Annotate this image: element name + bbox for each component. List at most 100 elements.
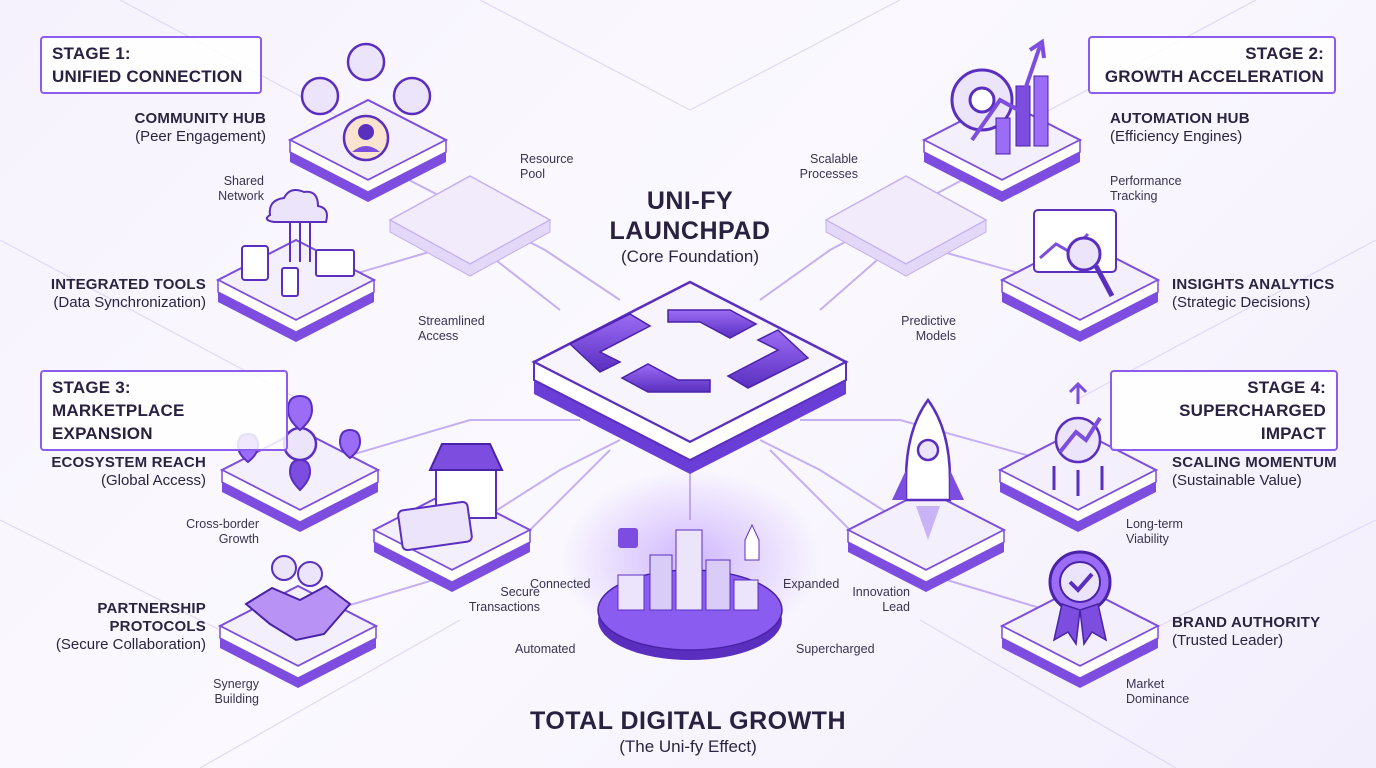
integrated-tools-title: INTEGRATED TOOLS bbox=[50, 276, 206, 293]
community-hub-label: COMMUNITY HUB (Peer Engagement) bbox=[84, 110, 266, 146]
scaling-momentum-sub: (Sustainable Value) bbox=[1172, 472, 1302, 489]
predictive-models-line1: Predictive bbox=[901, 314, 956, 328]
predictive-models-label: Predictive Models bbox=[866, 314, 956, 344]
scalable-processes-line1: Scalable bbox=[810, 152, 858, 166]
scalable-processes-label: Scalable Processes bbox=[770, 152, 858, 182]
stage-4-line2: SUPERCHARGED IMPACT bbox=[1179, 401, 1326, 443]
rocket-icon bbox=[744, 523, 760, 561]
building-icon bbox=[649, 554, 673, 611]
rocket-launch-icon bbox=[892, 397, 964, 540]
streamlined-access-line1: Streamlined bbox=[418, 314, 485, 328]
launchpad-arrow-icon bbox=[568, 313, 652, 373]
launchpad-title: UNI-FY LAUNCHPAD (Core Foundation) bbox=[560, 186, 820, 268]
gear-chart-icon bbox=[950, 38, 1049, 155]
cross-border-line2: Growth bbox=[218, 532, 259, 546]
long-term-line1: Long-term bbox=[1126, 517, 1183, 531]
launchpad-title-line1: UNI-FY bbox=[646, 187, 734, 215]
ecosystem-reach-sub: (Global Access) bbox=[100, 472, 206, 489]
partnership-sub: (Secure Collaboration) bbox=[55, 636, 206, 653]
automation-hub-label: AUTOMATION HUB (Efficiency Engines) bbox=[1110, 110, 1310, 146]
hub-supercharged-label: Supercharged bbox=[796, 642, 875, 656]
market-dominance-line2: Dominance bbox=[1126, 692, 1190, 706]
analytics-magnifier-icon bbox=[1033, 209, 1117, 298]
resource-pool-line2: Pool bbox=[520, 167, 546, 181]
globe-arrows-icon bbox=[1052, 381, 1104, 496]
innovation-lead-line1: Innovation bbox=[852, 585, 910, 599]
resource-pool-label: Resource Pool bbox=[520, 152, 600, 182]
synergy-building-line1: Synergy bbox=[213, 677, 259, 691]
handshake-icon bbox=[244, 555, 352, 642]
hub-connected-label: Connected bbox=[530, 577, 591, 591]
stage-4-line1: STAGE 4: bbox=[1247, 378, 1326, 397]
innovation-lead-label: Innovation Lead bbox=[820, 585, 910, 615]
partnership-title-line2: PROTOCOLS bbox=[109, 618, 206, 635]
streamlined-access-label: Streamlined Access bbox=[418, 314, 508, 344]
hub-automated-label: Automated bbox=[515, 642, 576, 656]
community-hub-sub: (Peer Engagement) bbox=[135, 128, 266, 145]
performance-tracking-line1: Performance bbox=[1110, 174, 1182, 188]
stage-3-line1: STAGE 3: bbox=[52, 378, 131, 397]
cross-border-growth-label: Cross-border Growth bbox=[164, 517, 259, 547]
stage-1-box: STAGE 1: UNIFIED CONNECTION bbox=[40, 36, 262, 94]
stage-2-line1: STAGE 2: bbox=[1245, 44, 1324, 63]
insights-analytics-sub: (Strategic Decisions) bbox=[1172, 294, 1311, 311]
stage-1-line2: UNIFIED CONNECTION bbox=[52, 67, 243, 86]
synergy-building-line2: Building bbox=[214, 692, 259, 706]
partnership-protocols-label: PARTNERSHIP PROTOCOLS (Secure Collaborat… bbox=[24, 600, 206, 654]
community-avatars-icon bbox=[300, 42, 432, 162]
brand-authority-label: BRAND AUTHORITY (Trusted Leader) bbox=[1172, 614, 1362, 650]
growth-title-main: TOTAL DIGITAL GROWTH bbox=[530, 707, 846, 735]
stage-3-box: STAGE 3: MARKETPLACE EXPANSION bbox=[40, 370, 288, 451]
ghost-platform-left bbox=[388, 175, 552, 277]
market-dominance-line1: Market bbox=[1126, 677, 1165, 691]
storefront-icon bbox=[397, 443, 504, 552]
stage-3-line2: MARKETPLACE EXPANSION bbox=[52, 401, 185, 443]
launchpad-title-line2: LAUNCHPAD bbox=[609, 217, 771, 245]
integrated-tools-label: INTEGRATED TOOLS (Data Synchronization) bbox=[24, 276, 206, 312]
streamlined-access-line2: Access bbox=[418, 329, 459, 343]
innovation-lead-line2: Lead bbox=[882, 600, 910, 614]
scaling-momentum-title: SCALING MOMENTUM bbox=[1172, 454, 1337, 471]
resource-pool-line1: Resource bbox=[520, 152, 574, 166]
community-hub-title: COMMUNITY HUB bbox=[134, 110, 266, 127]
scaling-momentum-label: SCALING MOMENTUM (Sustainable Value) bbox=[1172, 454, 1362, 490]
performance-tracking-label: Performance Tracking bbox=[1110, 174, 1210, 204]
shared-network-line2: Network bbox=[218, 189, 264, 203]
automation-hub-sub: (Efficiency Engines) bbox=[1110, 128, 1243, 145]
market-dominance-label: Market Dominance bbox=[1126, 677, 1221, 707]
integrated-tools-sub: (Data Synchronization) bbox=[53, 294, 206, 311]
launchpad-subtitle: (Core Foundation) bbox=[621, 247, 759, 266]
brand-authority-sub: (Trusted Leader) bbox=[1172, 632, 1284, 649]
partnership-title-line1: PARTNERSHIP bbox=[97, 600, 206, 617]
synergy-building-label: Synergy Building bbox=[164, 677, 259, 707]
growth-title: TOTAL DIGITAL GROWTH (The Uni-fy Effect) bbox=[500, 706, 876, 758]
platform-innovation bbox=[845, 488, 1007, 592]
insights-analytics-title: INSIGHTS ANALYTICS bbox=[1172, 276, 1335, 293]
growth-hub bbox=[560, 470, 820, 660]
ecosystem-reach-label: ECOSYSTEM REACH (Global Access) bbox=[24, 454, 206, 490]
performance-tracking-line2: Tracking bbox=[1110, 189, 1158, 203]
scalable-processes-line2: Processes bbox=[799, 167, 858, 181]
secure-transactions-label: Secure Transactions bbox=[444, 585, 540, 615]
stage-2-line2: GROWTH ACCELERATION bbox=[1104, 67, 1324, 86]
award-badge-icon bbox=[1048, 550, 1112, 647]
shared-network-label: Shared Network bbox=[184, 174, 264, 204]
hub-expanded-label: Expanded bbox=[783, 577, 840, 591]
stage-4-box: STAGE 4: SUPERCHARGED IMPACT bbox=[1110, 370, 1338, 451]
brand-authority-title: BRAND AUTHORITY bbox=[1172, 614, 1321, 631]
secure-transactions-line1: Secure bbox=[500, 585, 540, 599]
growth-subtitle: (The Uni-fy Effect) bbox=[619, 737, 757, 756]
stage-1-line1: STAGE 1: bbox=[52, 44, 131, 63]
long-term-line2: Viability bbox=[1126, 532, 1169, 546]
logo-icon bbox=[618, 528, 638, 548]
long-term-viability-label: Long-term Viability bbox=[1126, 517, 1221, 547]
launchpad-platform bbox=[531, 280, 849, 474]
ecosystem-reach-title: ECOSYSTEM REACH bbox=[51, 454, 206, 471]
cloud-devices-icon bbox=[241, 189, 355, 297]
ghost-platform-right bbox=[824, 175, 988, 277]
cross-border-line1: Cross-border bbox=[186, 517, 259, 531]
predictive-models-line2: Models bbox=[915, 329, 956, 343]
shared-network-line1: Shared bbox=[223, 174, 264, 188]
automation-hub-title: AUTOMATION HUB bbox=[1110, 110, 1250, 127]
insights-analytics-label: INSIGHTS ANALYTICS (Strategic Decisions) bbox=[1172, 276, 1362, 312]
